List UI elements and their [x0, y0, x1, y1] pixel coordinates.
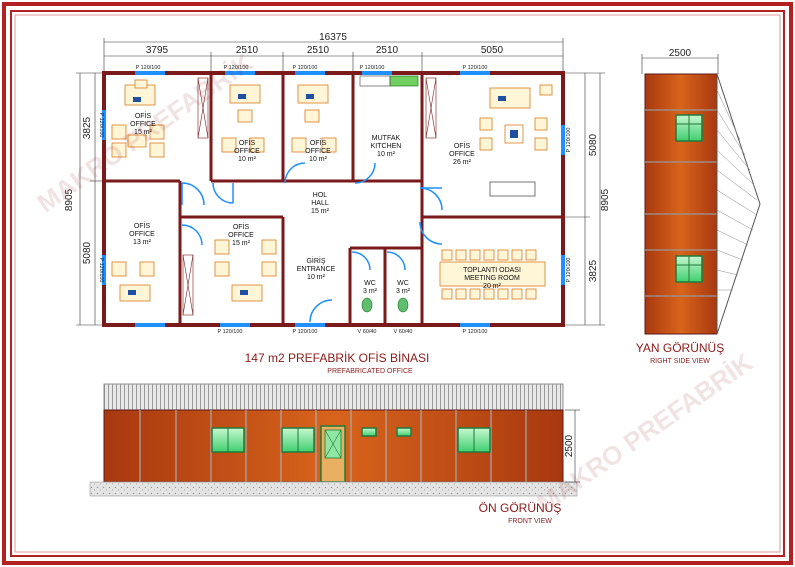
small-window-label: V 60/40: [394, 329, 413, 335]
toilets: [361, 297, 409, 313]
side-wall: [644, 73, 718, 335]
room-area: 13 m²: [133, 239, 152, 246]
furniture: [111, 79, 553, 302]
room-area: 15 m²: [134, 129, 153, 136]
room-name-en: KITCHEN: [371, 143, 402, 150]
col-width-dim: 3795: [146, 45, 169, 56]
side-roof: [716, 73, 761, 335]
outer-wall: [102, 71, 565, 327]
room-name: HOL: [313, 192, 328, 199]
room-name: MUTFAK: [372, 135, 401, 142]
small-window-label: V 60/40: [358, 329, 377, 335]
room-name: OFİS: [233, 222, 250, 231]
room-name: OFİS: [135, 111, 152, 120]
room-name: OFİS: [239, 138, 256, 147]
window-label: P 120/100: [293, 329, 318, 335]
interior-walls: [104, 73, 563, 325]
room-name: GİRİŞ: [306, 256, 325, 265]
overall-width-dim: 16375: [319, 32, 347, 43]
room-area: 10 m²: [377, 151, 396, 158]
front-view-title: ÖN GÖRÜNÜŞ: [479, 501, 562, 515]
col-width-dim: 2510: [307, 45, 330, 56]
inner-frame: [10, 10, 785, 557]
overall-height-dim-left: 8905: [64, 188, 75, 211]
room-name: WC: [364, 280, 376, 287]
side-width-dim: 2500: [669, 48, 692, 59]
room-name-en: OFFICE: [130, 121, 156, 128]
room-name-en: ENTRANCE: [297, 266, 336, 273]
room-area: 3 m²: [396, 288, 411, 295]
room-name-en: OFFICE: [228, 232, 254, 239]
room-area: 3 m²: [363, 288, 378, 295]
front-roof: [103, 383, 564, 411]
cabinets: [182, 77, 437, 316]
window-label: P 120/100: [218, 329, 243, 335]
side-view: 2500 YAN GÖRÜNÜŞ RIGHT SIDE VIEW: [636, 48, 761, 365]
plan-subtitle: PREFABRICATED OFFICE: [327, 368, 413, 375]
room-name: OFİS: [310, 138, 327, 147]
room-area: 15 m²: [311, 208, 330, 215]
side-view-subtitle: RIGHT SIDE VIEW: [650, 358, 710, 365]
room-area: 10 m²: [307, 274, 326, 281]
left-dim: 5080: [82, 241, 93, 264]
plan-title: 147 m2 PREFABRİK OFİS BİNASI: [245, 351, 430, 365]
room-name-en: OFFICE: [234, 148, 260, 155]
room-name-en: OFFICE: [129, 231, 155, 238]
room-area: 20 m²: [483, 283, 502, 290]
window-label: P 120/100: [136, 65, 161, 71]
window-label: P 120/100: [566, 128, 572, 153]
window-label: P 120/100: [360, 65, 385, 71]
floor-plan: 16375 3795 2510 2510 2510 5050 8905 3825…: [64, 32, 611, 375]
front-small-window: [396, 427, 412, 437]
room-name-en: OFFICE: [449, 151, 475, 158]
room-name: OFİS: [134, 221, 151, 230]
room-area: 15 m²: [232, 240, 251, 247]
overall-height-dim-right: 8905: [600, 188, 611, 211]
room-name: TOPLANTI ODASI: [463, 267, 521, 274]
col-width-dim: 5050: [481, 45, 504, 56]
left-dim: 3825: [82, 116, 93, 139]
kitchen-sink: [389, 75, 419, 87]
front-height-dim: 2500: [564, 434, 575, 457]
right-dim: 5080: [588, 133, 599, 156]
window-label: P 120/100: [98, 258, 104, 283]
side-view-title: YAN GÖRÜNÜŞ: [636, 341, 724, 355]
window-label: P 120/100: [463, 65, 488, 71]
front-view: 2500 ÖN GÖRÜNÜŞ FRONT VIEW: [89, 383, 580, 525]
room-area: 10 m²: [238, 156, 257, 163]
window-label: P 120/100: [224, 65, 249, 71]
front-view-subtitle: FRONT VIEW: [508, 518, 552, 525]
room-name-en: OFFICE: [305, 148, 331, 155]
room-name: WC: [397, 280, 409, 287]
window-label: P 120/100: [463, 329, 488, 335]
plan-doors: [181, 162, 443, 323]
ground: [89, 481, 578, 497]
front-small-window: [361, 427, 377, 437]
window-label: P 120/100: [98, 113, 104, 138]
room-area: 26 m²: [453, 159, 472, 166]
right-dim: 3825: [588, 259, 599, 282]
room-name-en: MEETING ROOM: [464, 275, 520, 282]
window-label: P 120/100: [293, 65, 318, 71]
room-area: 10 m²: [309, 156, 328, 163]
room-name: OFİS: [454, 141, 471, 150]
room-name-en: HALL: [311, 200, 329, 207]
window-label: P 120/100: [566, 258, 572, 283]
col-width-dim: 2510: [236, 45, 259, 56]
plan-windows: [102, 71, 565, 327]
col-width-dim: 2510: [376, 45, 399, 56]
